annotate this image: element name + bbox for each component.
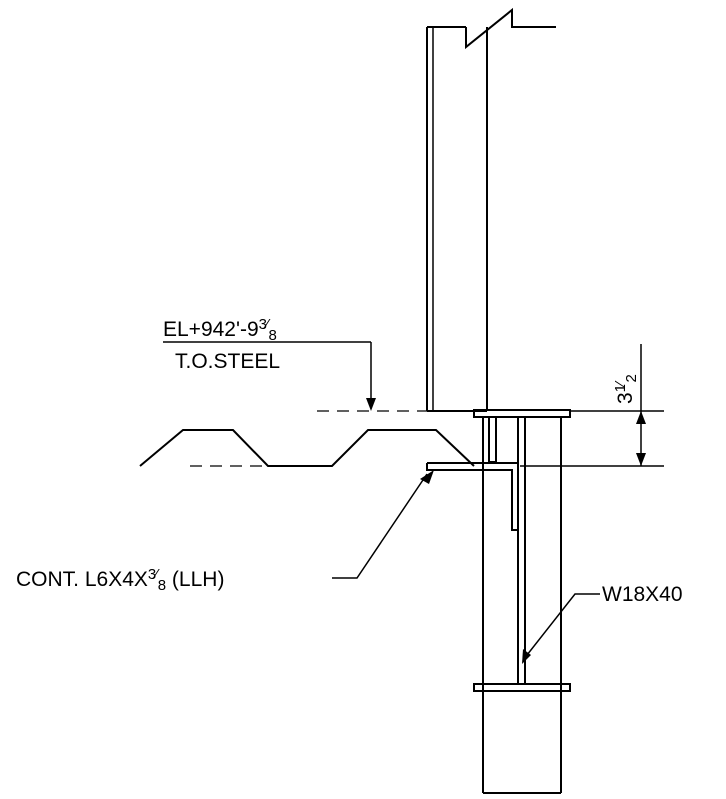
- break-line: [465, 7, 556, 50]
- dimension-text: 31⁄2: [612, 374, 640, 404]
- bent-plate: [488, 416, 497, 463]
- beam-arrowhead: [522, 649, 531, 664]
- elevation-subtitle: T.O.STEEL: [175, 350, 280, 373]
- continuous-angle: [426, 462, 519, 531]
- upper-wall: [426, 26, 488, 412]
- beam-callout: W18X40: [522, 583, 683, 664]
- angle-text: CONT. L6X4X3⁄8 (LLH): [16, 566, 224, 594]
- dimension-3-1-2: 31⁄2: [520, 344, 664, 467]
- angle-arrowhead: [420, 470, 434, 484]
- beam-label: W18X40: [602, 583, 683, 606]
- elevation-text: EL+942'-93⁄8: [163, 316, 277, 344]
- reference-lines: [190, 410, 427, 467]
- w18x40-beam: [473, 409, 571, 794]
- metal-deck: [139, 429, 475, 467]
- elevation-arrowhead: [366, 398, 376, 411]
- elevation-callout: EL+942'-93⁄8 T.O.STEEL: [163, 316, 376, 411]
- angle-callout: CONT. L6X4X3⁄8 (LLH): [16, 470, 434, 594]
- dim-arrow-top: [636, 411, 646, 424]
- dim-arrow-bottom: [636, 453, 646, 466]
